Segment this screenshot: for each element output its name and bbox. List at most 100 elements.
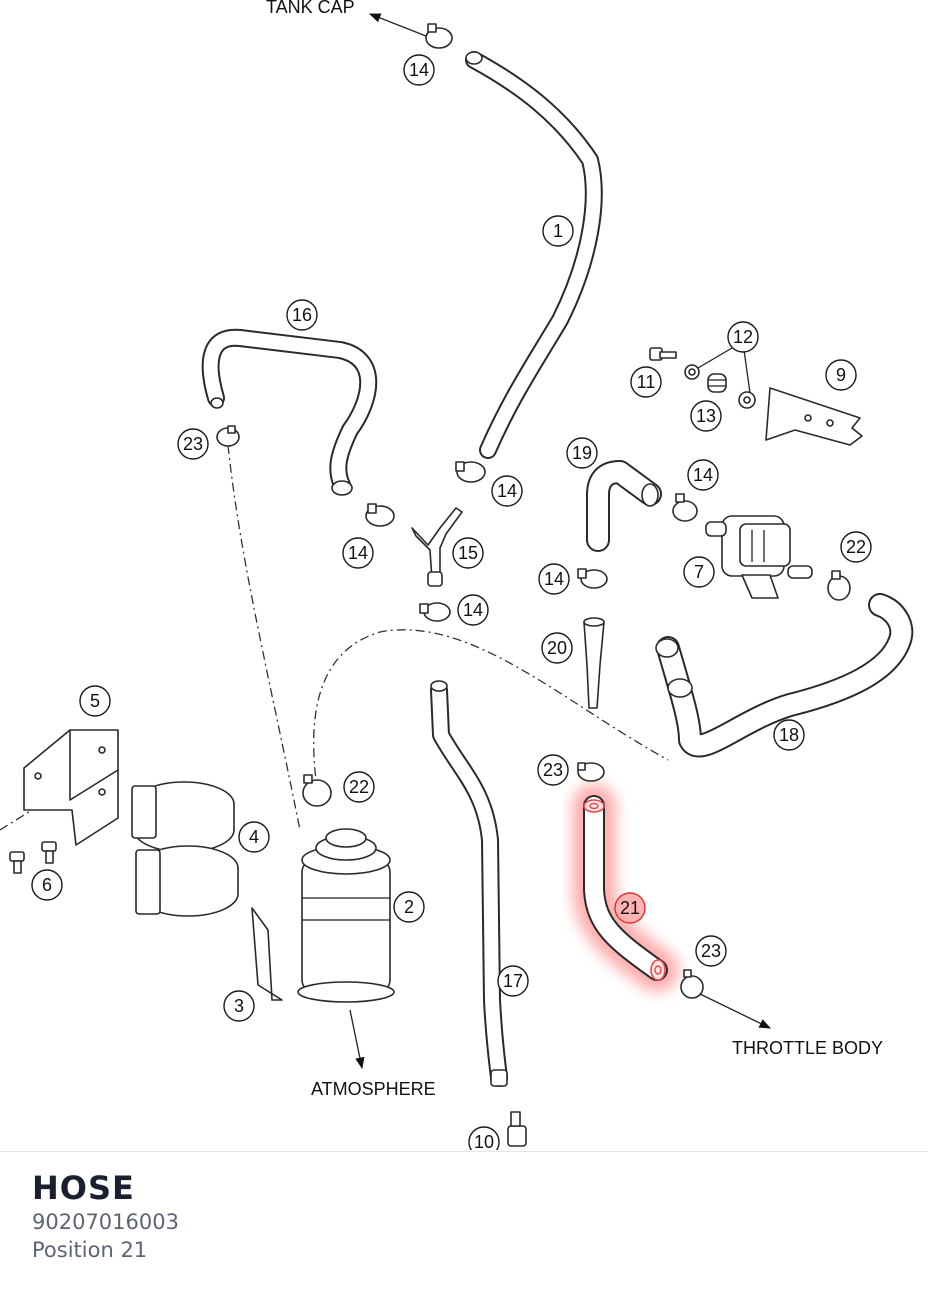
bracket-9[interactable] [765, 387, 863, 446]
clamp-icon[interactable] [302, 774, 332, 807]
grommet-13[interactable] [707, 373, 727, 393]
clamp-icon[interactable] [455, 461, 486, 483]
callout-14[interactable]: 14 [687, 459, 719, 491]
callout-9[interactable]: 9 [825, 359, 857, 391]
destination-atmosphere: ATMOSPHERE [311, 1079, 436, 1099]
clamp-icon[interactable] [419, 602, 451, 622]
clamp-icon[interactable] [577, 568, 608, 589]
hose-21-highlighted[interactable] [572, 784, 679, 992]
selected-part-info: HOSE 90207016003 Position 21 [32, 1168, 179, 1264]
clamp-icon[interactable] [680, 969, 704, 999]
screw-6[interactable] [41, 841, 57, 864]
clamp-icon[interactable] [365, 503, 395, 527]
strap-4[interactable] [135, 845, 239, 917]
svg-text:14: 14 [544, 569, 564, 589]
svg-text:9: 9 [836, 365, 846, 385]
svg-text:21: 21 [620, 898, 640, 918]
svg-text:16: 16 [292, 305, 312, 325]
svg-text:1: 1 [553, 221, 563, 241]
svg-text:7: 7 [694, 562, 704, 582]
part-number: 90207016003 [32, 1210, 179, 1234]
part-name: HOSE [32, 1169, 135, 1207]
fitting-10[interactable] [507, 1111, 527, 1147]
routing-line-center [313, 629, 669, 796]
svg-text:18: 18 [779, 725, 799, 745]
washer-12[interactable] [738, 391, 756, 409]
callout-6[interactable]: 6 [31, 869, 63, 901]
svg-text:23: 23 [183, 434, 203, 454]
bracket-5[interactable] [23, 729, 119, 846]
callout-7[interactable]: 7 [683, 556, 715, 588]
destination-throttle-body: THROTTLE BODY [732, 1038, 883, 1058]
svg-text:23: 23 [701, 941, 721, 961]
callout-15[interactable]: 15 [452, 537, 484, 569]
clamp-icon[interactable] [672, 493, 698, 522]
svg-text:11: 11 [637, 372, 656, 392]
callout-16[interactable]: 16 [286, 299, 318, 331]
screw-6[interactable] [9, 851, 25, 874]
svg-text:12: 12 [733, 327, 753, 347]
svg-text:13: 13 [696, 406, 716, 426]
hose-19[interactable] [586, 460, 662, 552]
callout-10[interactable]: 10 [468, 1126, 500, 1150]
hose-18[interactable] [655, 593, 914, 758]
svg-text:14: 14 [463, 600, 483, 620]
callout-11[interactable]: 11 [630, 366, 662, 398]
svg-text:14: 14 [348, 543, 368, 563]
hose-17[interactable] [430, 680, 508, 1087]
callout-12[interactable]: 12 [727, 321, 759, 353]
svg-text:5: 5 [90, 691, 100, 711]
callout-17[interactable]: 17 [497, 965, 529, 997]
fitting-20[interactable] [583, 617, 605, 709]
purge-valve-7[interactable] [705, 515, 813, 599]
info-divider [0, 1151, 928, 1152]
clip-3[interactable] [251, 907, 283, 1001]
svg-text:23: 23 [543, 760, 563, 780]
exploded-parts-diagram: TANK CAP ATMOSPHERE THROTTLE BODY 14 1 1… [0, 0, 914, 1150]
callout-14[interactable]: 14 [342, 537, 374, 569]
clamp-icon[interactable] [216, 425, 240, 447]
svg-text:3: 3 [234, 996, 244, 1016]
callout-5[interactable]: 5 [79, 685, 111, 717]
routing-line-left [227, 444, 301, 831]
svg-text:6: 6 [42, 875, 52, 895]
svg-text:4: 4 [249, 827, 259, 847]
svg-text:19: 19 [572, 443, 592, 463]
svg-text:22: 22 [349, 777, 369, 797]
hose-1[interactable] [465, 51, 603, 459]
strap-4[interactable] [131, 781, 235, 853]
part-position: Position 21 [32, 1238, 148, 1262]
svg-text:14: 14 [693, 465, 713, 485]
canister-2[interactable] [297, 828, 395, 1003]
callout-20[interactable]: 20 [541, 632, 573, 664]
callout-2[interactable]: 2 [393, 891, 425, 923]
svg-text:17: 17 [503, 971, 523, 991]
callout-3[interactable]: 3 [223, 990, 255, 1022]
callout-23[interactable]: 23 [695, 935, 727, 967]
hose-16[interactable] [201, 328, 378, 496]
callout-14[interactable]: 14 [457, 594, 489, 626]
callout-18[interactable]: 18 [773, 719, 805, 751]
callout-13[interactable]: 13 [690, 400, 722, 432]
callout-1[interactable]: 1 [542, 215, 574, 247]
callout-4[interactable]: 4 [238, 821, 270, 853]
bolt-11[interactable] [649, 347, 677, 361]
callout-23[interactable]: 23 [177, 428, 209, 460]
svg-text:14: 14 [497, 481, 517, 501]
washer-12[interactable] [684, 364, 700, 380]
callout-14[interactable]: 14 [403, 54, 435, 86]
svg-text:15: 15 [458, 543, 478, 563]
callout-19[interactable]: 19 [566, 437, 598, 469]
callout-14[interactable]: 14 [538, 563, 570, 595]
destination-tank-cap: TANK CAP [266, 0, 355, 17]
y-connector-15[interactable] [411, 507, 463, 587]
svg-text:2: 2 [404, 897, 414, 917]
callout-21-highlighted[interactable]: 21 [614, 892, 646, 924]
callout-22[interactable]: 22 [840, 531, 872, 563]
callout-22[interactable]: 22 [343, 771, 375, 803]
callout-14[interactable]: 14 [491, 475, 523, 507]
callout-23[interactable]: 23 [537, 754, 569, 786]
clamp-icon[interactable] [827, 570, 851, 601]
clamp-icon[interactable] [577, 762, 605, 782]
clamp-icon[interactable] [425, 23, 453, 49]
